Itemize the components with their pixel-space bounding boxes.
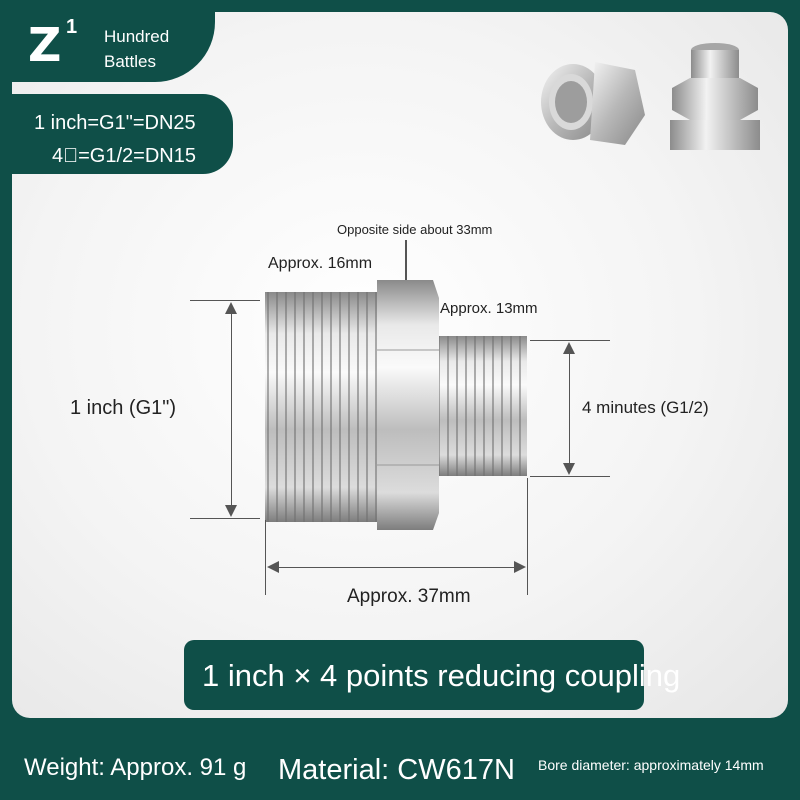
arrow-down-icon — [225, 505, 237, 517]
spec-line-1: 1 inch=G1"=DN25 — [34, 112, 196, 134]
length-dimension-line — [278, 567, 515, 568]
dimension-extension-line — [190, 300, 260, 301]
small-diameter-label: 4 minutes (G1/2) — [582, 398, 709, 417]
product-title-bar — [184, 640, 644, 710]
brand-block — [0, 0, 215, 82]
large-thread-length-label: Approx. 16mm — [268, 255, 373, 272]
dimension-extension-line — [527, 478, 528, 595]
small-thread-length-label: Approx. 13mm — [440, 300, 538, 317]
large-diameter-label: 1 inch (G1") — [70, 397, 177, 419]
brand-name: Hundred Battles — [104, 27, 170, 71]
spec-box — [0, 94, 233, 174]
arrow-up-icon — [225, 302, 237, 314]
material-text: Material: CW617N — [278, 754, 515, 786]
hex-pointer-line — [405, 240, 407, 280]
dimension-extension-line — [265, 520, 266, 595]
dimension-extension-line — [190, 518, 260, 519]
brand-logo-superscript: 1 — [66, 16, 78, 38]
thumbnail-fitting-angled — [541, 62, 645, 145]
small-diameter-dimension-line — [569, 352, 570, 464]
arrow-right-icon — [514, 561, 526, 573]
brand-logo-letter: Z — [28, 18, 62, 72]
weight-text: Weight: Approx. 91 g — [24, 754, 247, 781]
arrow-left-icon — [267, 561, 279, 573]
reducing-coupling-image — [265, 280, 527, 530]
spec-line-2: 4 =G1/2=DN15 — [52, 145, 196, 167]
bore-diameter-text: Bore diameter: approximately 14mm — [538, 757, 764, 773]
arrow-up-icon — [563, 342, 575, 354]
dimension-extension-line — [530, 340, 610, 341]
total-length-label: Approx. 37mm — [347, 586, 471, 607]
dimension-extension-line — [530, 476, 610, 477]
product-title: 1 inch × 4 points reducing coupling — [202, 658, 681, 693]
large-diameter-dimension-line — [231, 312, 232, 507]
thumbnail-fitting-upright — [670, 43, 760, 150]
hex-size-label: Opposite side about 33mm — [337, 222, 493, 237]
arrow-down-icon — [563, 463, 575, 475]
